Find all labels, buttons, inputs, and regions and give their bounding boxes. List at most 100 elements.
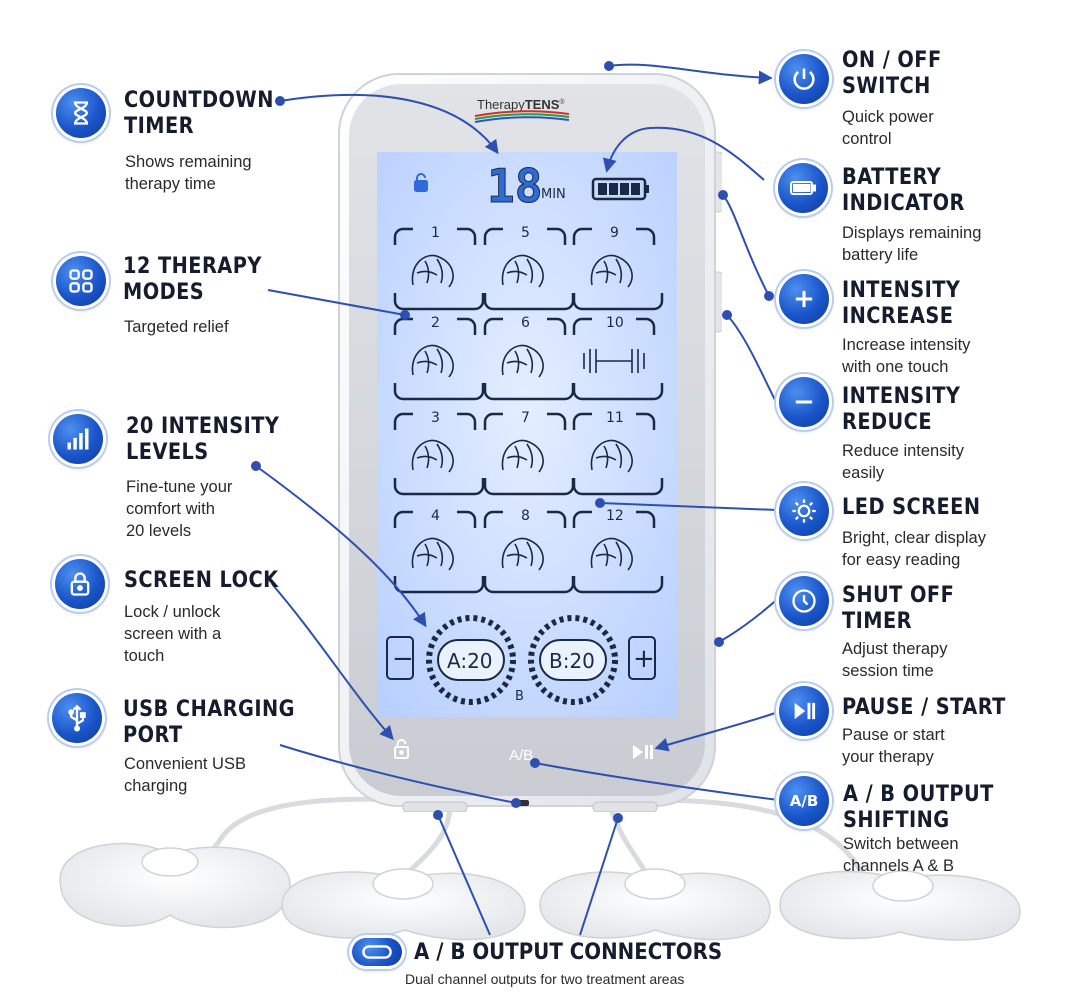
hourglass-icon [56, 88, 106, 138]
svg-text:A:20: A:20 [447, 649, 493, 673]
feature-description-line: therapy time [125, 175, 216, 193]
feature-title-line: INTENSITY [842, 384, 961, 409]
feature-title-line: SHIFTING [843, 808, 950, 833]
feature-title-line: MODES [123, 280, 205, 305]
feature-title-line: INDICATOR [842, 191, 965, 216]
therapy-body-illustration [501, 537, 544, 571]
therapy-body-illustration [501, 254, 544, 288]
feature-title-line: REDUCE [842, 410, 933, 435]
feature-description: Shows remaining therapy time [125, 151, 252, 195]
therapy-mode-number: 4 [431, 508, 440, 524]
feature-title-line: USB CHARGING [123, 697, 295, 722]
therapy-mode-12[interactable]: 12 [572, 508, 664, 594]
therapy-mode-1[interactable]: 1 [393, 225, 485, 311]
feature-description-line: Fine-tune your [126, 478, 233, 496]
therapy-body-illustration [501, 344, 544, 378]
feature-title-line: SHUT OFF [842, 583, 955, 608]
feature-description-line: Shows remaining [125, 153, 252, 171]
therapy-mode-number: 9 [610, 225, 619, 241]
output-connector-b [592, 801, 658, 812]
svg-text:−: − [392, 644, 414, 674]
feature-title-line: TIMER [842, 609, 913, 634]
feature-description-line: for easy reading [842, 551, 961, 569]
therapy-mode-number: 12 [606, 508, 624, 524]
intensity-minus-button[interactable]: − [386, 636, 414, 680]
therapy-mode-number: 10 [606, 315, 624, 331]
usb-c-icon [352, 938, 402, 966]
therapy-mode-7[interactable]: 7 [483, 410, 575, 496]
feature-description-line: Pause or start [842, 726, 945, 744]
feature-title-line: PAUSE / START [842, 695, 1006, 720]
clock-icon [779, 576, 829, 626]
feature-description-line: Bright, clear display [842, 529, 986, 547]
feature-description-line: Convenient USB [124, 755, 246, 773]
feature-title-line: INTENSITY [842, 278, 961, 303]
feature-title-line: INCREASE [842, 304, 954, 329]
therapy-mode-number: 8 [521, 508, 530, 524]
power-icon [779, 54, 829, 104]
therapy-mode-2[interactable]: 2 [393, 315, 485, 401]
feature-title-line: SCREEN LOCK [124, 568, 279, 593]
feature-description-line: charging [124, 777, 188, 795]
feature-description-line: comfort with [126, 500, 215, 518]
feature-title: LED SCREEN [842, 495, 980, 521]
feature-description: Bright, clear display for easy reading [842, 527, 986, 571]
brand-logo: TherapyTENS® [477, 97, 565, 112]
channel-a-dial: A:20 [426, 615, 516, 705]
feature-description-line: your therapy [842, 748, 934, 766]
feature-description-line: channels A & B [843, 857, 954, 875]
therapy-mode-6[interactable]: 6 [483, 315, 575, 401]
battery-icon [778, 163, 828, 213]
feature-title-line: BATTERY [842, 165, 942, 190]
feature-title-line: PORT [123, 723, 183, 748]
svg-text:B:20: B:20 [549, 649, 595, 673]
therapy-mode-10[interactable]: 10 [572, 315, 664, 401]
therapy-mode-8[interactable]: 8 [483, 508, 575, 594]
feature-description-line: Displays remaining [842, 224, 982, 242]
ab-icon-label: A/B [789, 792, 819, 810]
feature-title-line: 20 INTENSITY [126, 414, 280, 439]
feature-description-line: Lock / unlock [124, 603, 221, 621]
therapy-mode-11[interactable]: 11 [572, 410, 664, 496]
therapy-mode-number: 6 [521, 315, 530, 331]
intensity-plus-button[interactable]: + [628, 636, 656, 680]
play-pause-icon [779, 686, 829, 736]
feature-description-line: session time [842, 662, 934, 680]
ab-button[interactable]: A/B [509, 747, 533, 764]
therapy-mode-number: 7 [521, 410, 530, 426]
feature-description: Pause or start your therapy [842, 724, 945, 768]
minus-icon [779, 377, 829, 427]
feature-description-line: 20 levels [126, 522, 192, 540]
feature-title-line: LED SCREEN [842, 495, 981, 520]
feature-description-line: Quick power [842, 108, 934, 126]
therapy-mode-5[interactable]: 5 [483, 225, 575, 311]
therapy-body-illustration [411, 537, 454, 571]
therapy-mode-number: 2 [431, 315, 440, 331]
ab-icon: A/B [779, 776, 829, 826]
therapy-mode-9[interactable]: 9 [572, 225, 664, 311]
feature-description-line: with one touch [842, 358, 949, 376]
feature-title-line: TIMER [124, 114, 195, 139]
output-connector-a [402, 801, 468, 812]
lock-icon [55, 559, 105, 609]
pause-start-button[interactable] [633, 745, 653, 759]
therapy-body-illustration [590, 439, 633, 473]
connectors-desc: Dual channel outputs for two treatment a… [405, 971, 685, 987]
therapy-body-illustration [590, 254, 633, 288]
feature-title-line: ON / OFF [842, 48, 942, 73]
plus-icon [779, 274, 829, 324]
feature-description-line: Targeted relief [124, 318, 229, 336]
